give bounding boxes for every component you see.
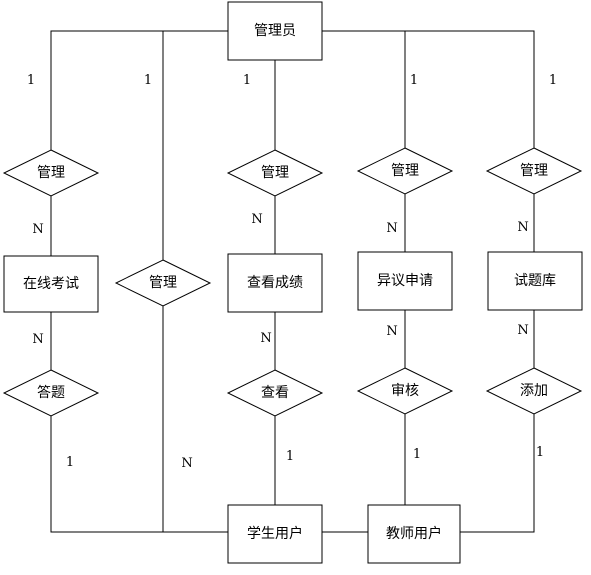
relationship-manage-bank: 管理 bbox=[485, 147, 583, 195]
relationship-manage-student-label: 管理 bbox=[149, 275, 177, 291]
line-admin-manage-exam bbox=[50, 30, 228, 150]
cardinality-student-manage: N bbox=[181, 456, 192, 471]
relationship-add-label: 添加 bbox=[520, 383, 548, 399]
relationship-view: 查看 bbox=[226, 369, 324, 417]
entity-objection-label: 异议申请 bbox=[377, 273, 433, 289]
relationship-manage-exam-label: 管理 bbox=[37, 165, 65, 181]
cardinality-teacher-add: 1 bbox=[536, 445, 544, 460]
cardinality-exam-answer: N bbox=[32, 332, 43, 347]
line-answer-student bbox=[50, 416, 228, 533]
relationship-manage-grades-label: 管理 bbox=[261, 165, 289, 181]
cardinality-exam-manage: N bbox=[32, 222, 43, 237]
relationship-manage-exam: 管理 bbox=[2, 149, 100, 197]
relationship-lines bbox=[50, 30, 535, 533]
cardinality-grades-view: N bbox=[260, 331, 271, 346]
entity-admin-label: 管理员 bbox=[254, 23, 296, 39]
entity-objection: 异议申请 bbox=[357, 251, 453, 311]
line-admin-manage-objection bbox=[322, 30, 406, 150]
relationship-manage-objection-label: 管理 bbox=[391, 163, 419, 179]
line-add-teacher bbox=[460, 414, 535, 533]
cardinality-grades-manage: N bbox=[251, 212, 262, 227]
entity-online-exam-label: 在线考试 bbox=[23, 276, 79, 292]
cardinality-teacher-review: 1 bbox=[413, 447, 421, 462]
entity-question-bank-label: 试题库 bbox=[514, 273, 556, 289]
relationship-view-label: 查看 bbox=[261, 385, 289, 401]
entity-student-label: 学生用户 bbox=[247, 525, 303, 542]
entity-view-grades: 查看成绩 bbox=[227, 253, 323, 313]
relationship-review: 审核 bbox=[356, 367, 454, 415]
relationship-answer: 答题 bbox=[2, 369, 100, 417]
relationship-answer-label: 答题 bbox=[37, 384, 65, 401]
relationship-add: 添加 bbox=[485, 367, 583, 415]
cardinalities: 1 N 1 N 1 N 1 N 1 N N 1 N 1 N 1 N 1 bbox=[27, 73, 557, 471]
cardinality-objection-manage: N bbox=[386, 221, 397, 236]
relationship-review-label: 审核 bbox=[391, 383, 419, 399]
entity-question-bank: 试题库 bbox=[487, 251, 583, 311]
line-admin-manage-bank bbox=[322, 30, 535, 150]
relationship-manage-student: 管理 bbox=[114, 259, 212, 307]
entity-student: 学生用户 bbox=[227, 504, 323, 564]
relationship-manage-objection: 管理 bbox=[356, 147, 454, 195]
cardinality-admin-exam: 1 bbox=[27, 73, 35, 88]
entity-teacher-label: 教师用户 bbox=[386, 525, 442, 542]
cardinality-admin-objection: 1 bbox=[410, 73, 418, 88]
entity-online-exam: 在线考试 bbox=[3, 255, 99, 313]
cardinality-admin-bank: 1 bbox=[549, 73, 557, 88]
entity-admin: 管理员 bbox=[227, 1, 323, 61]
cardinality-student-view: 1 bbox=[286, 449, 294, 464]
cardinality-student-answer: 1 bbox=[66, 455, 74, 470]
entities: 管理员 在线考试 查看成绩 异议申请 试题库 学生用户 教师用户 bbox=[3, 1, 583, 564]
cardinality-objection-review: N bbox=[386, 324, 397, 339]
relationship-manage-grades: 管理 bbox=[226, 149, 324, 197]
line-admin-manage-student bbox=[162, 30, 228, 260]
relationship-manage-bank-label: 管理 bbox=[520, 163, 548, 179]
cardinality-admin-grades: 1 bbox=[243, 73, 251, 88]
cardinality-bank-manage: N bbox=[517, 220, 528, 235]
entity-view-grades-label: 查看成绩 bbox=[247, 275, 303, 291]
cardinality-admin-student: 1 bbox=[144, 73, 152, 88]
relationships: 管理 管理 管理 管理 管理 答题 查看 审核 bbox=[2, 147, 583, 417]
entity-teacher: 教师用户 bbox=[367, 504, 461, 564]
cardinality-bank-add: N bbox=[517, 323, 528, 338]
